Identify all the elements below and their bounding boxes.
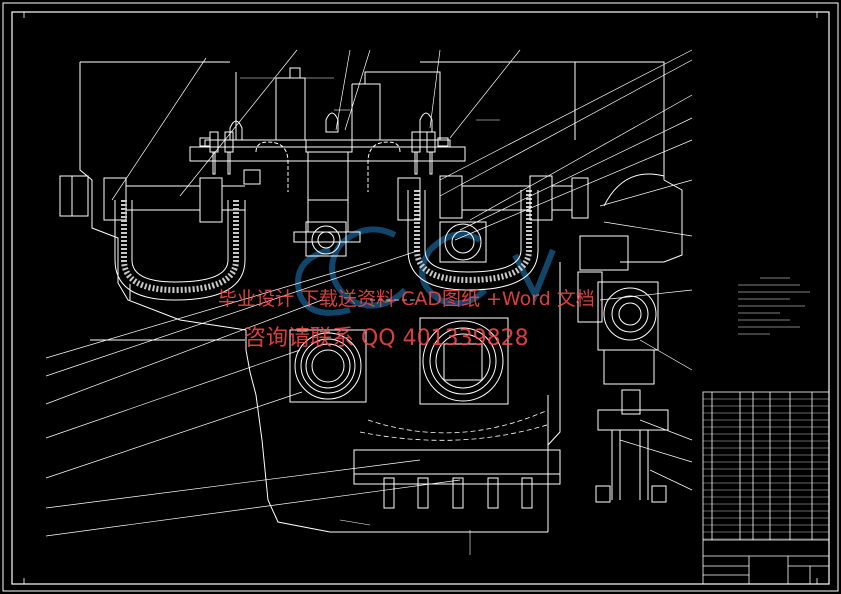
parts-list	[702, 391, 830, 585]
parts-list-rows	[703, 398, 829, 540]
watermark-line-2: 咨询请联系 QQ 401339828	[244, 326, 529, 351]
support-frame	[595, 389, 669, 503]
base-bolts	[353, 449, 561, 509]
bearing-lower-right	[419, 317, 509, 405]
top-cover	[189, 67, 466, 243]
u-pipes	[114, 190, 539, 301]
bearing-lower-left	[289, 329, 367, 403]
technical-notes	[738, 277, 810, 335]
lifting-eyes	[229, 112, 433, 141]
side-bearing	[577, 173, 665, 385]
watermark-line-1: 毕业设计 下载送资料 CAD图纸 +Word 文档	[218, 288, 595, 310]
bearing-upper-right	[439, 221, 487, 263]
hidden-lines	[359, 299, 551, 441]
title-block	[703, 539, 829, 584]
right-pipe	[255, 141, 589, 221]
drawing-frame-inner	[11, 11, 830, 585]
corner-marks	[23, 12, 818, 584]
bearing-upper-left	[305, 221, 347, 257]
leader-lines	[45, 49, 693, 537]
dimension-lines	[240, 77, 500, 555]
cover-bolts	[199, 131, 449, 175]
